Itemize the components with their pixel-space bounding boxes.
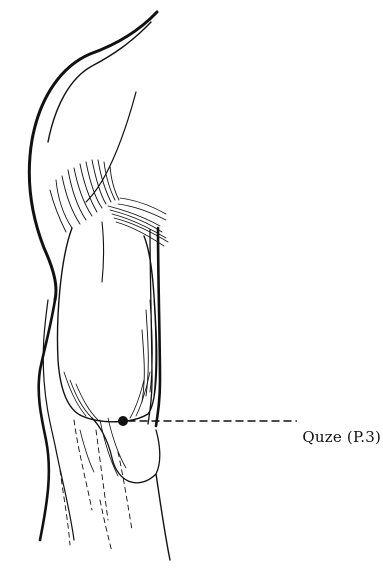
deltoid-fibers (50, 160, 119, 232)
shoulder-inner-contour (48, 22, 151, 142)
arm-right-inner-contour (148, 230, 152, 424)
shoulder-back-contour (86, 92, 136, 202)
shoulder-outline (29, 12, 157, 300)
forearm-right-outline (156, 474, 170, 560)
arm-right-outline (156, 228, 160, 426)
acupoint-label: Quze (P.3) (302, 428, 381, 446)
forearm-dashed-lines (60, 420, 132, 552)
forearm-left-outline (56, 450, 74, 540)
forearm-fibers (80, 418, 126, 476)
acupoint-marker (118, 416, 128, 426)
arm-left-outline (39, 300, 55, 540)
brachialis-fibers (142, 300, 156, 402)
elbow-crease (92, 418, 160, 483)
biceps-inner-line (102, 222, 104, 282)
